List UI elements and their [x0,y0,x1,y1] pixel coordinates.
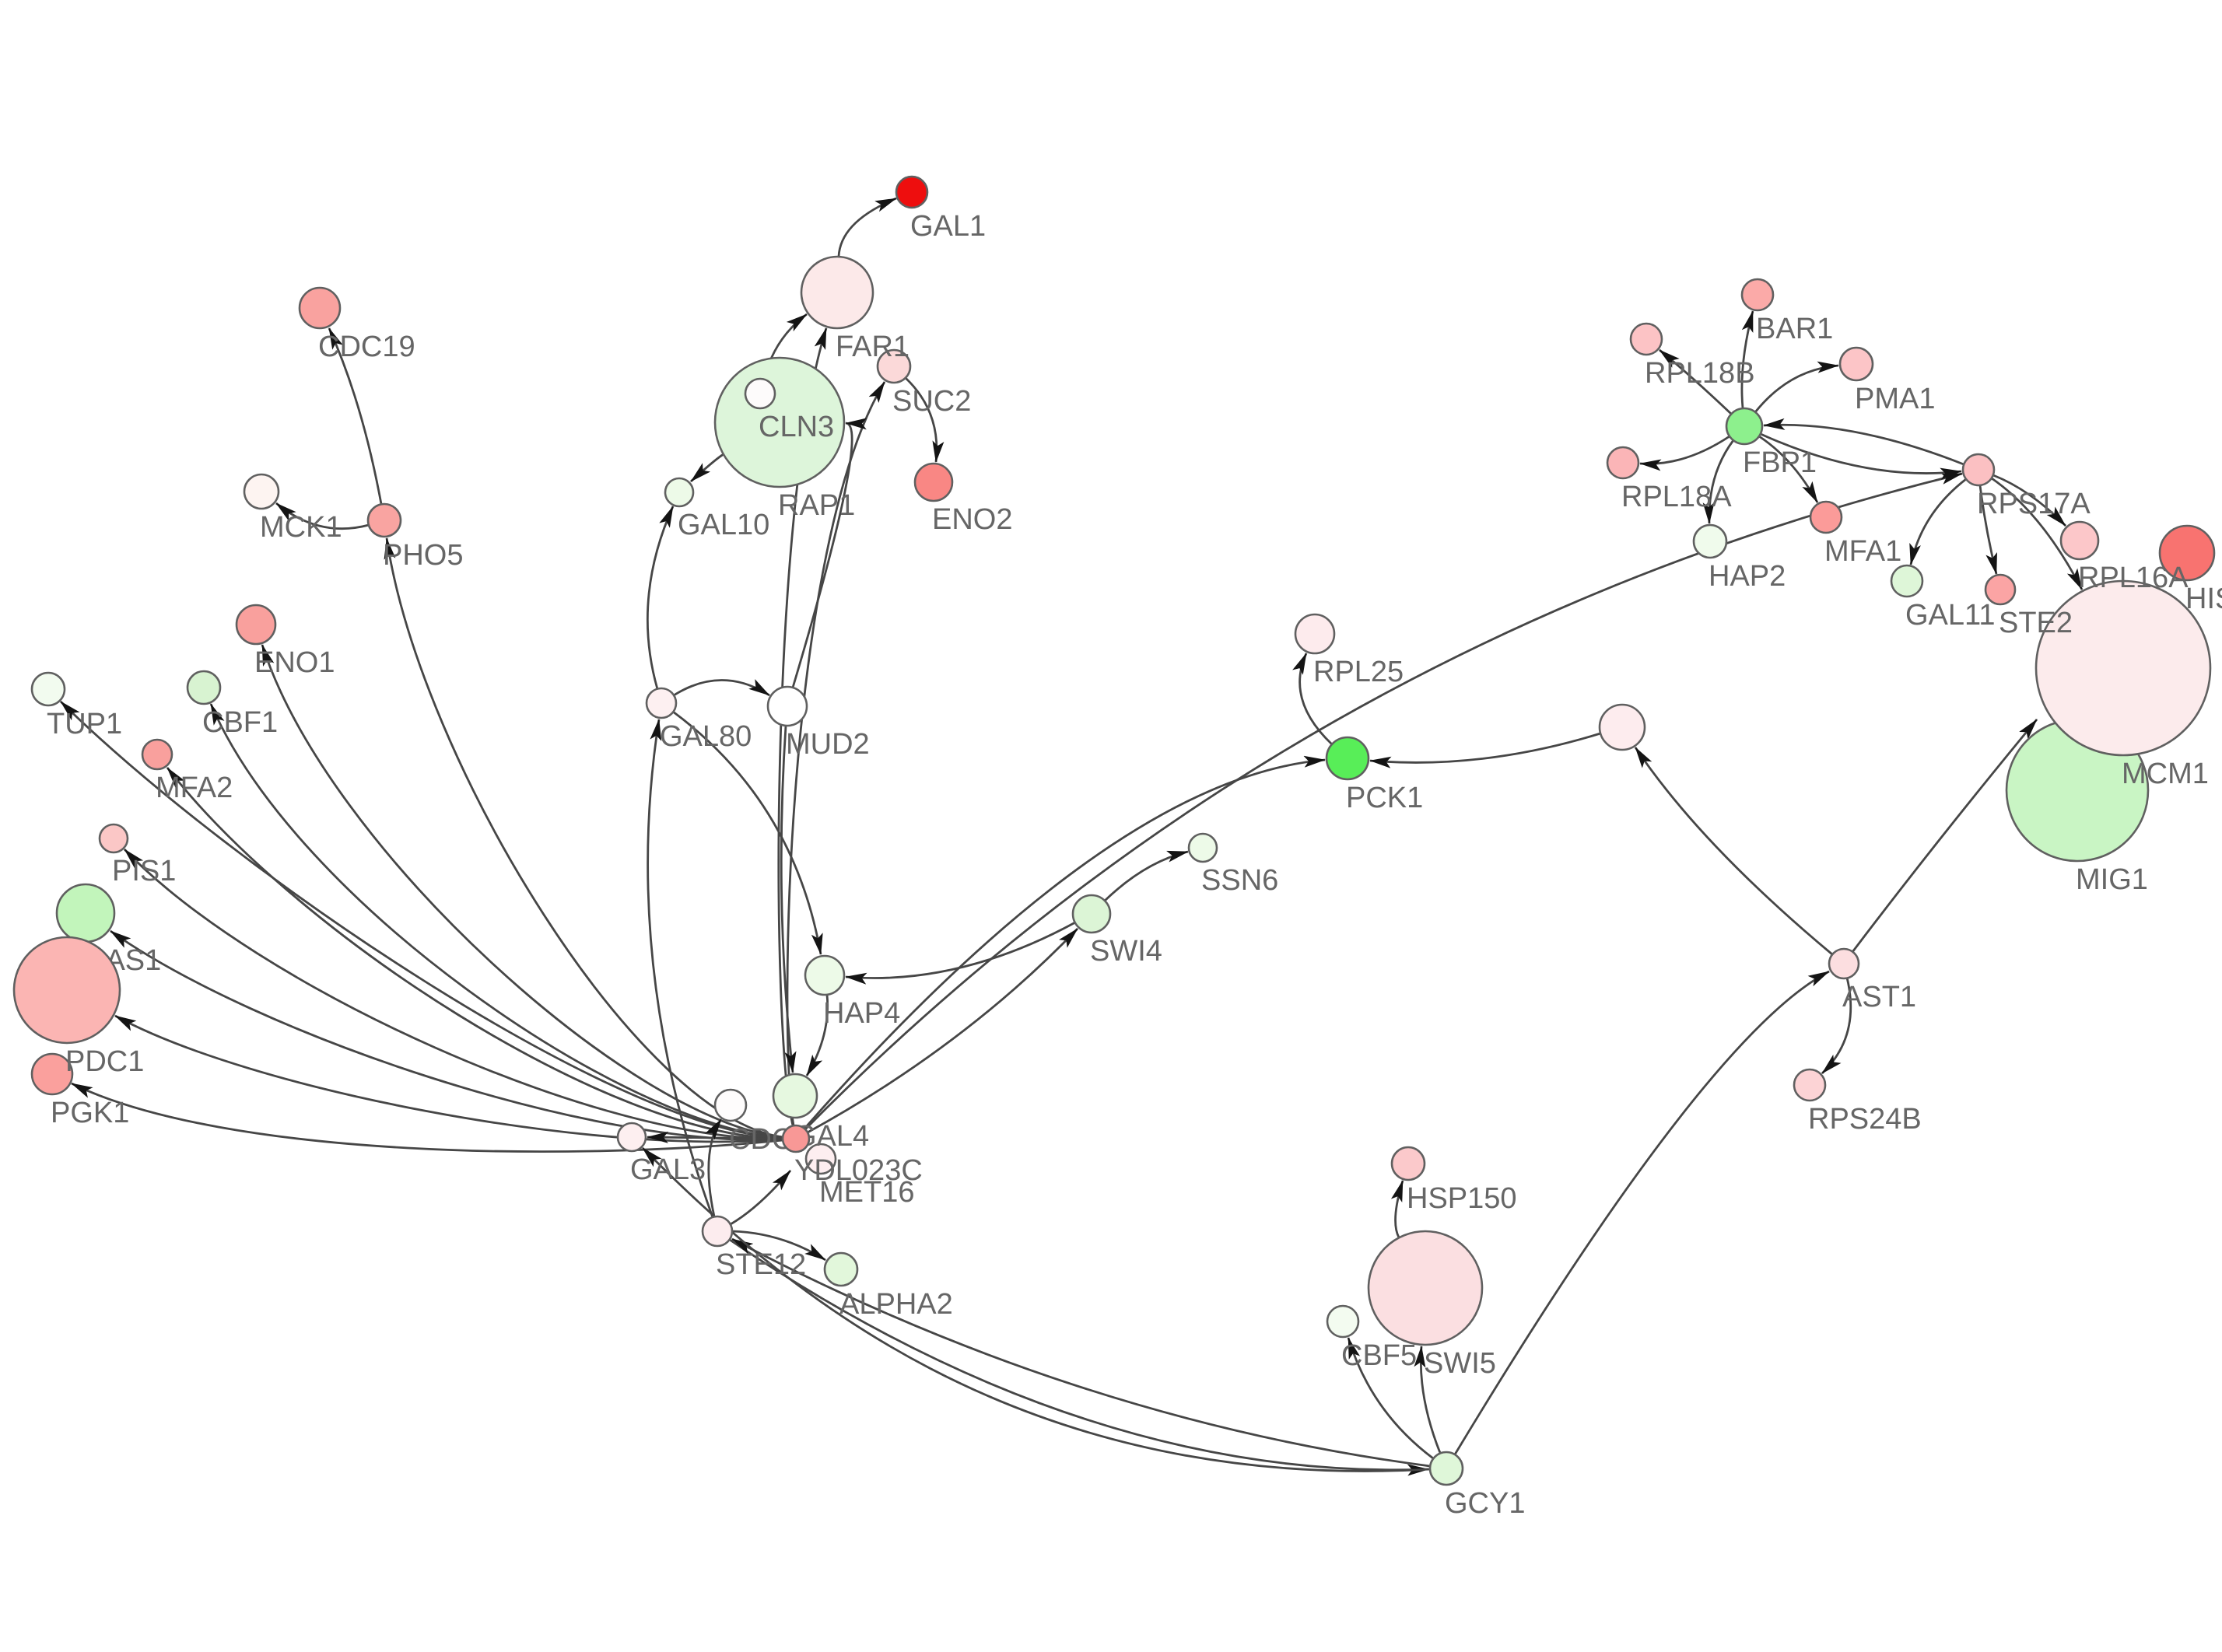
svg-text:MCK1: MCK1 [260,511,342,544]
svg-text:MIG1: MIG1 [2076,863,2148,896]
svg-text:GCY1: GCY1 [1445,1487,1525,1520]
svg-text:RAP1: RAP1 [778,489,855,522]
svg-text:HAP4: HAP4 [823,997,900,1030]
svg-text:HAP2: HAP2 [1709,560,1786,593]
svg-text:RPL25: RPL25 [1313,656,1404,688]
svg-text:RPS24B: RPS24B [1808,1103,1922,1136]
svg-text:ENO2: ENO2 [932,503,1012,536]
svg-text:FAR1: FAR1 [836,331,909,363]
svg-text:ENO1: ENO1 [254,646,335,679]
svg-text:PCK1: PCK1 [1346,782,1423,814]
svg-text:RPS17A: RPS17A [1977,488,2091,520]
svg-text:CBF5: CBF5 [1341,1339,1417,1372]
svg-text:CDC19: CDC19 [318,331,415,363]
svg-text:GAL1: GAL1 [910,210,986,243]
svg-text:SWI4: SWI4 [1090,935,1162,968]
svg-text:AST1: AST1 [1842,981,1916,1013]
svg-text:FBP1: FBP1 [1743,446,1817,479]
svg-text:MCM1: MCM1 [2122,758,2209,790]
svg-text:STE2: STE2 [1999,607,2073,639]
svg-text:MET16: MET16 [819,1176,914,1209]
svg-text:SSN6: SSN6 [1201,864,1278,897]
svg-text:GAL3: GAL3 [630,1153,706,1186]
svg-text:HIS4: HIS4 [2185,583,2222,615]
svg-text:RPL18B: RPL18B [1645,357,1755,390]
svg-text:PGK1: PGK1 [51,1097,129,1129]
svg-text:CLN3: CLN3 [759,411,834,443]
svg-text:PDC1: PDC1 [65,1045,144,1078]
svg-text:SWI5: SWI5 [1424,1347,1496,1380]
svg-text:PMA1: PMA1 [1855,383,1935,415]
svg-text:MUD2: MUD2 [786,728,870,761]
svg-text:ALPHA2: ALPHA2 [839,1288,953,1321]
svg-text:GAL10: GAL10 [678,509,769,541]
svg-text:STE12: STE12 [716,1248,806,1281]
svg-text:CBF1: CBF1 [202,706,278,739]
svg-text:YDL023C: YDL023C [794,1154,923,1187]
svg-text:BAR1: BAR1 [1756,313,1833,345]
svg-text:MFA2: MFA2 [156,772,233,804]
svg-text:HSP150: HSP150 [1407,1182,1517,1215]
svg-text:TUP1: TUP1 [47,708,122,740]
svg-text:PIS1: PIS1 [112,855,176,887]
svg-text:GAL80: GAL80 [660,720,752,753]
svg-text:RPL16A: RPL16A [2078,562,2189,594]
svg-text:PHO5: PHO5 [383,539,463,572]
svg-text:RPL18A: RPL18A [1621,481,1732,513]
svg-text:SUC2: SUC2 [892,385,971,418]
svg-text:GAL11: GAL11 [1905,599,1995,632]
svg-text:MFA1: MFA1 [1824,535,1901,568]
